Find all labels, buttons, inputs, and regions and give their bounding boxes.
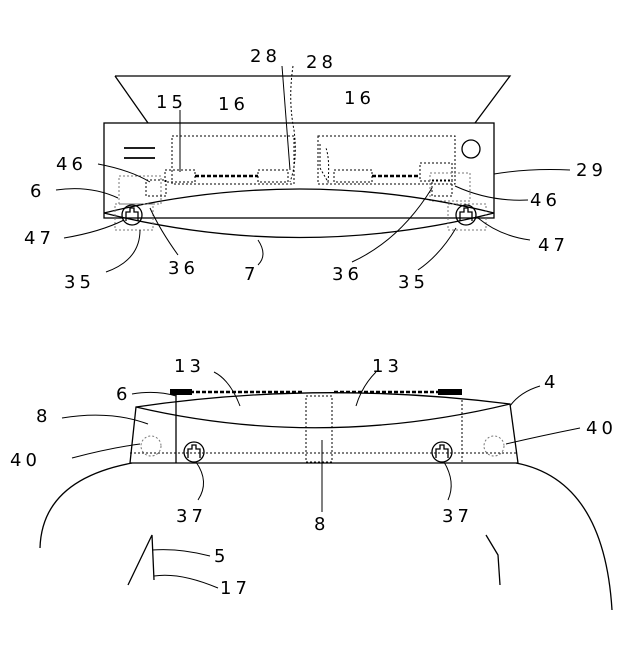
module-46-right-outer [430,173,470,201]
leader-46b [455,186,528,200]
label-6-bottom: 6 [116,384,131,405]
label-16b: 16 [344,88,375,109]
sensor-37-left-symbol [188,445,200,458]
module-46-right-inner [432,180,452,196]
leader-29 [494,170,570,175]
sensor-37-right-symbol [436,445,448,458]
label-5: 5 [214,546,229,567]
center-block-8 [306,396,332,462]
label-15: 15 [156,92,187,113]
label-40a: 40 [10,450,41,471]
label-36a: 36 [168,258,199,279]
small-box-right-inner [334,170,372,182]
chain-end-right [438,389,462,395]
label-29: 29 [576,160,607,181]
label-37a: 37 [176,506,207,527]
label-40b: 40 [586,418,617,439]
label-37b: 37 [442,506,473,527]
label-46b: 46 [530,190,561,211]
headband-curve [136,404,510,428]
leader-5 [152,550,210,556]
label-47a: 47 [24,228,55,249]
leader-47b [478,218,530,240]
label-8a: 8 [36,406,51,427]
label-6-top: 6 [30,181,45,202]
bottom-view: 13 13 6 4 8 8 40 40 37 37 5 17 [10,356,617,610]
label-28a: 28 [250,46,281,67]
label-13a: 13 [174,356,205,377]
label-35b: 35 [398,272,429,293]
leader-35b [418,228,456,270]
top-view: 28 28 15 16 16 29 46 46 6 47 47 36 36 7 … [24,46,607,293]
label-47b: 47 [538,235,569,256]
label-8b: 8 [314,514,329,535]
leader-6b [132,392,176,396]
round-button-icon [462,140,480,158]
label-16a: 16 [218,94,249,115]
label-35a: 35 [64,272,95,293]
leader-40a [72,444,140,458]
leader-7 [258,240,263,265]
label-28b: 28 [306,52,337,73]
leader-17 [154,575,218,588]
label-17: 17 [220,578,251,599]
leader-35a [106,230,140,272]
leader-40b [506,428,580,444]
module-46-left-inner [146,180,166,196]
small-box-left-inner [258,170,288,182]
label-4: 4 [544,372,559,393]
wire-28-left [290,66,295,182]
label-13b: 13 [372,356,403,377]
leader-6a [56,189,118,198]
wire-28-right [320,144,329,182]
leader-37b [444,462,451,500]
upper-body [104,123,494,218]
leader-13a [214,372,240,406]
label-46a: 46 [56,154,87,175]
chain-end-left [170,389,192,395]
label-7: 7 [244,264,259,285]
leader-46a [98,164,150,182]
label-36b: 36 [332,264,363,285]
small-box-right-outer [420,163,452,181]
leader-13b [356,372,376,406]
strap-left [128,535,154,585]
leader-36a [150,208,178,255]
leader-28a [282,66,290,170]
leader-4 [510,386,540,406]
strap-right [486,535,500,585]
head-outline [40,463,612,610]
leader-37a [196,462,204,500]
leader-36b [352,188,432,262]
